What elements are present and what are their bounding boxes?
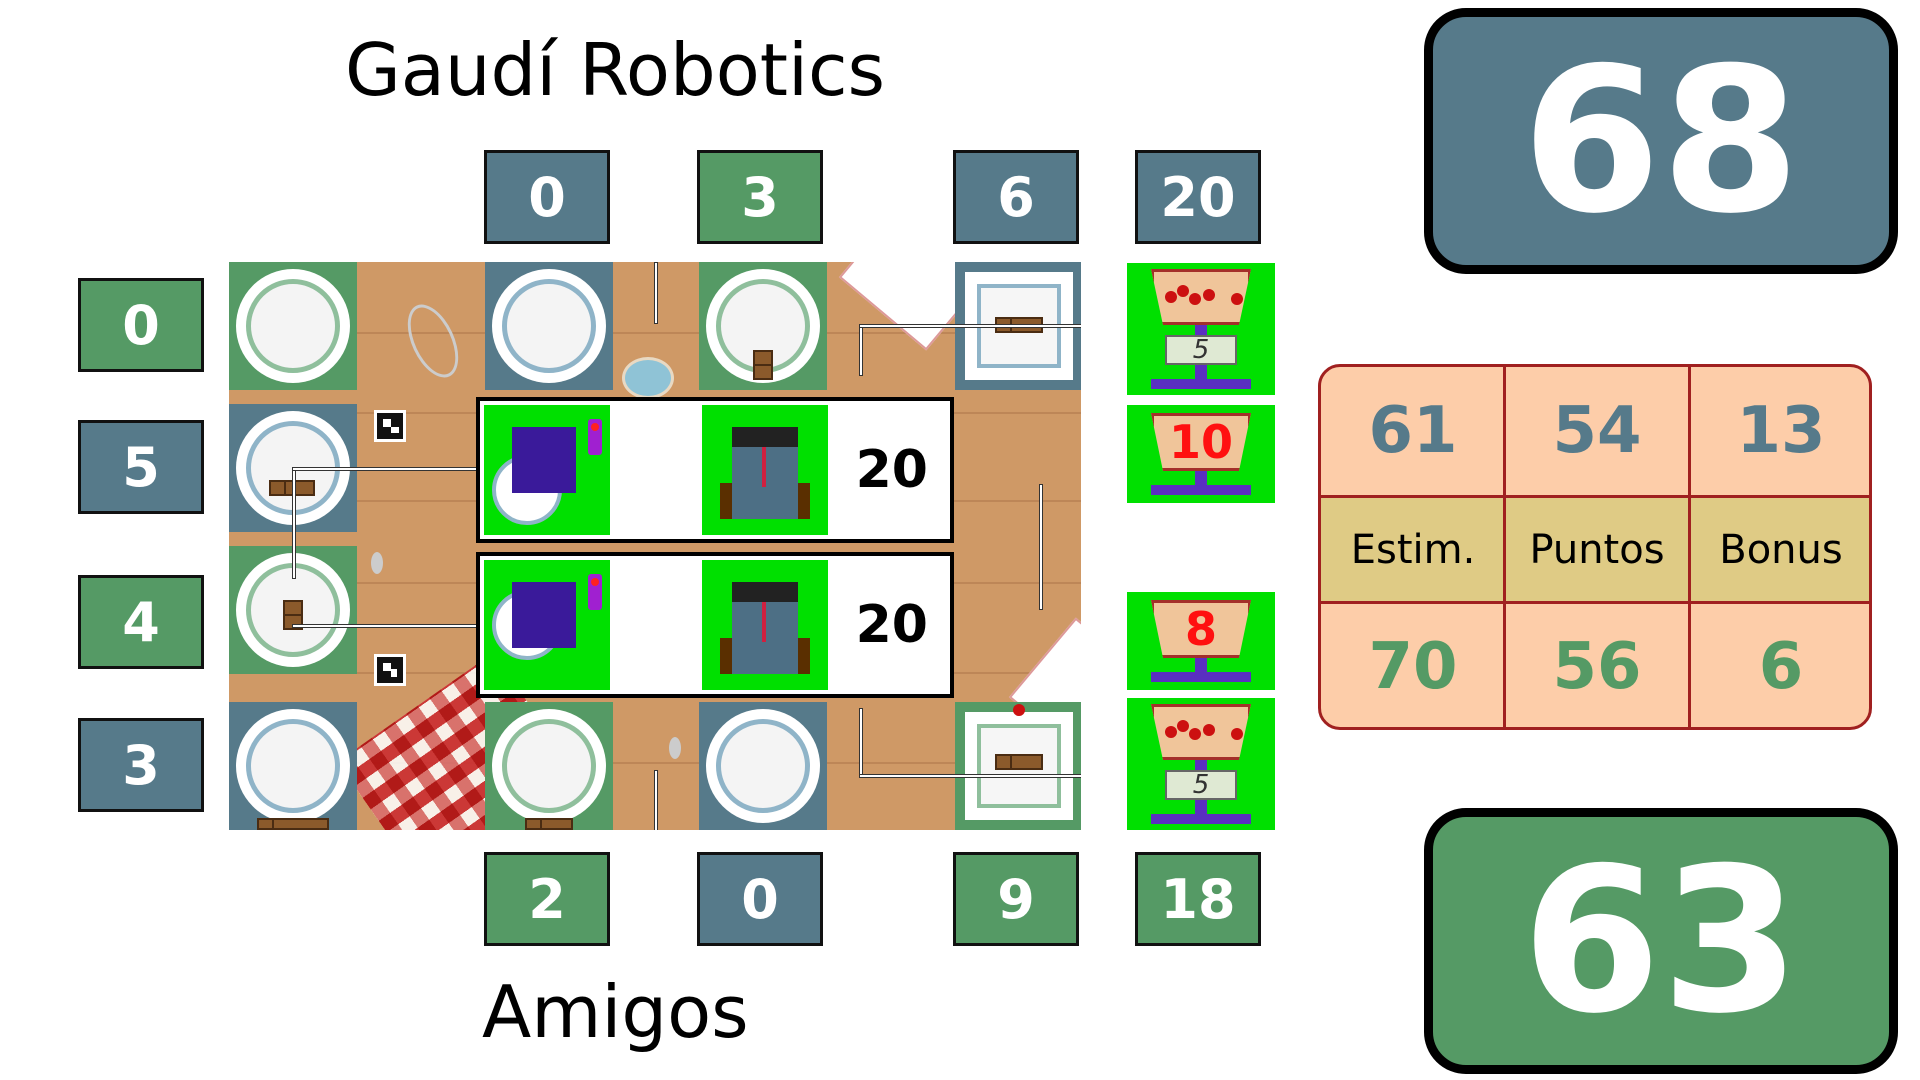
row-score-4: 3: [78, 718, 204, 812]
points-label: Puntos: [1529, 526, 1665, 573]
basket-count: 10: [1168, 415, 1233, 469]
spoon-icon: [371, 552, 383, 574]
cherry-basket-top: 5: [1127, 263, 1275, 395]
cherry-basket-bottom: 5: [1127, 698, 1275, 830]
whisk-icon: [397, 296, 469, 386]
plate: [706, 269, 820, 383]
cherry-basket-count-top: 10: [1127, 405, 1275, 503]
table-cell: [699, 262, 827, 390]
basket-count: 8: [1184, 602, 1217, 656]
cherry-basket-count-bottom: 8: [1127, 592, 1275, 690]
row-score-3: 4: [78, 575, 204, 669]
cake-layer: [283, 600, 303, 630]
table-cell: [485, 702, 613, 830]
score-table: 61 54 13 Estim. Puntos Bonus 70 56 6: [1318, 364, 1872, 730]
connector-line: [859, 324, 863, 376]
cake-layer: [753, 350, 773, 380]
connector-line: [292, 467, 296, 579]
bonus-top: 13: [1736, 394, 1826, 468]
robot-panel-1: 20: [476, 397, 954, 543]
robot-icon: [484, 560, 610, 690]
robot-icon: [702, 560, 828, 690]
plate: [706, 709, 820, 823]
estimate-top: 61: [1368, 394, 1458, 468]
column-score-top-1: 0: [484, 150, 610, 244]
marker-icon: [374, 654, 406, 686]
marker-icon: [374, 410, 406, 442]
connector-line: [292, 467, 480, 471]
teacup-icon: [622, 357, 674, 399]
robot-icon: [702, 405, 828, 535]
column-score-bottom-1: 2: [484, 852, 610, 946]
plate: [236, 269, 350, 383]
column-score-top-2: 3: [697, 150, 823, 244]
row-score-2: 5: [78, 420, 204, 514]
divider-line: [1039, 484, 1043, 610]
column-score-bottom-3: 9: [953, 852, 1079, 946]
column-score-top-3: 6: [953, 150, 1079, 244]
bonus-label: Bonus: [1719, 526, 1843, 573]
scale-display: 5: [1165, 770, 1237, 800]
robot-panel-2: 20: [476, 552, 954, 698]
row-score-1: 0: [78, 278, 204, 372]
column-score-top-4: 20: [1135, 150, 1261, 244]
connector-line: [859, 708, 863, 776]
plate: [492, 709, 606, 823]
total-score-top: 68: [1424, 8, 1898, 274]
table-cell: [229, 262, 357, 390]
team-name-bottom: Amigos: [482, 970, 749, 1054]
points-top: 54: [1552, 394, 1642, 468]
connector-line: [859, 774, 1081, 778]
cake-layer: [525, 818, 573, 830]
robot-panel-score: 20: [855, 595, 928, 655]
plate: [236, 709, 350, 823]
points-bottom: 56: [1552, 630, 1642, 704]
column-score-bottom-2: 0: [697, 852, 823, 946]
divider-line: [654, 262, 658, 324]
connector-line: [859, 324, 1081, 328]
team-name-top: Gaudí Robotics: [345, 28, 886, 112]
robot-panel-score: 20: [855, 440, 928, 500]
column-score-bottom-4: 18: [1135, 852, 1261, 946]
divider-line: [654, 770, 658, 830]
cherry-icon: [1013, 704, 1025, 716]
table-cell: [229, 702, 357, 830]
serving-plate: [965, 712, 1073, 820]
game-board: [229, 262, 1081, 830]
cake-layer: [995, 754, 1043, 770]
estimate-bottom: 70: [1368, 630, 1458, 704]
cake-layer: [257, 818, 329, 830]
scale-display: 5: [1165, 335, 1237, 365]
plate: [492, 269, 606, 383]
connector-line: [292, 624, 480, 628]
table-cell: [699, 702, 827, 830]
basket-icon: [1151, 600, 1251, 658]
total-score-bottom: 63: [1424, 808, 1898, 1074]
estimate-label: Estim.: [1350, 526, 1476, 573]
robot-icon: [484, 405, 610, 535]
spoon-icon: [669, 737, 681, 759]
bonus-bottom: 6: [1758, 630, 1804, 704]
serving-cell: [955, 702, 1081, 830]
table-cell: [485, 262, 613, 390]
